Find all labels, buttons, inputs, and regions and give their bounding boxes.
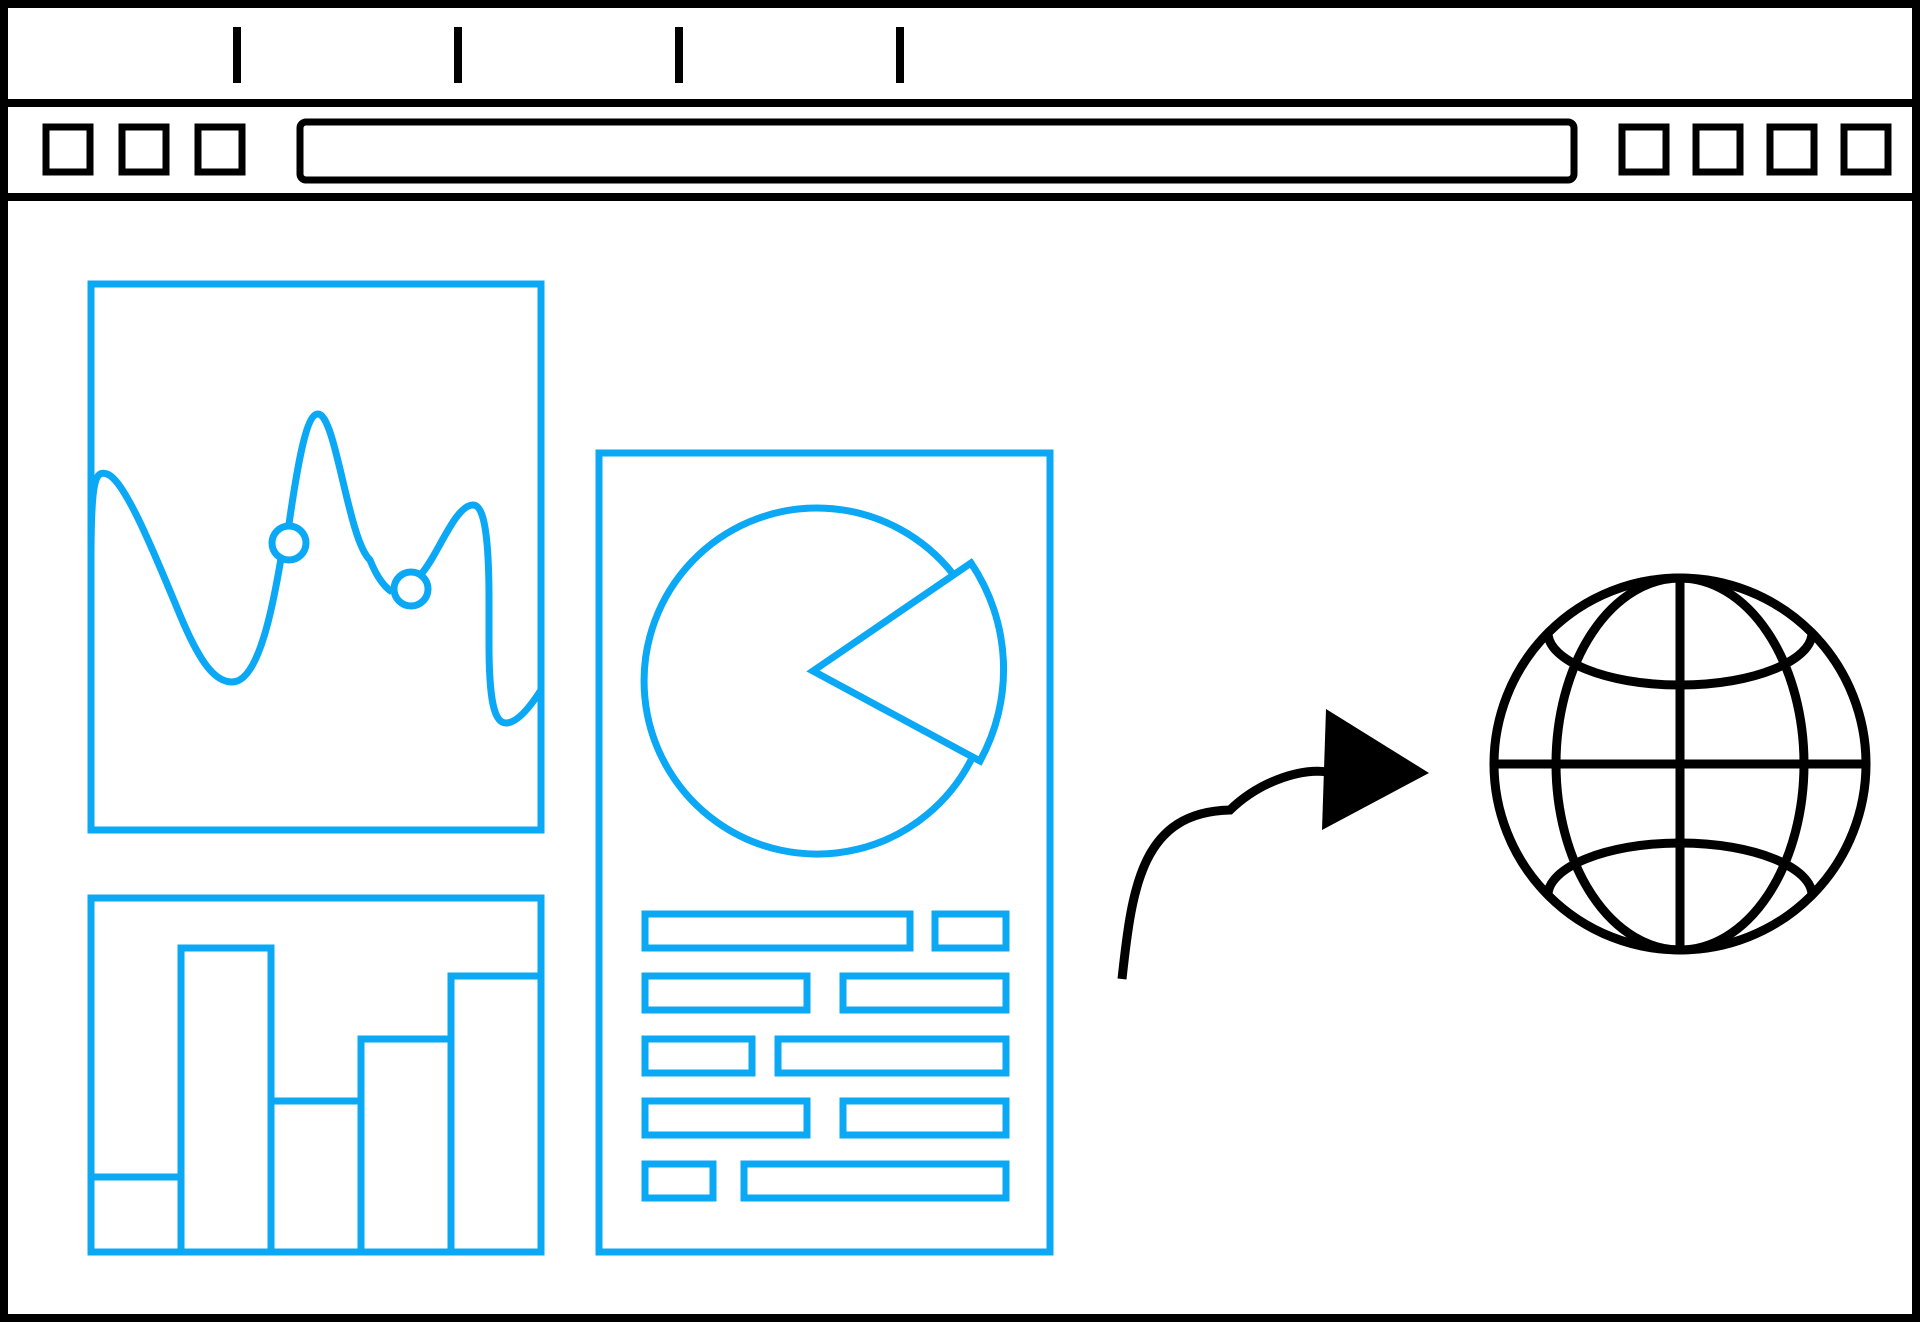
line-chart-point <box>268 522 310 564</box>
form-field[interactable] <box>641 972 811 1014</box>
line-chart-icon <box>87 280 545 834</box>
form-field[interactable] <box>839 972 1010 1014</box>
curved-arrow-icon <box>1117 709 1429 980</box>
toolbar-button-menu[interactable] <box>1840 123 1892 176</box>
toolbar-button-forward[interactable] <box>118 123 170 176</box>
address-bar[interactable] <box>296 118 1578 184</box>
globe-icon <box>1489 573 1871 955</box>
form-field[interactable] <box>839 1097 1010 1139</box>
tab-bar <box>233 27 904 83</box>
form-field[interactable] <box>740 1160 1010 1202</box>
bar-chart-bar <box>177 944 275 1256</box>
pie-chart-icon <box>640 504 975 858</box>
bar-chart-frame <box>87 894 545 1256</box>
bar-chart-bar <box>447 972 545 1256</box>
pie-chart-card-frame <box>595 449 1054 1256</box>
bar-chart-bar <box>357 1035 455 1256</box>
bar-chart-bar <box>87 1173 185 1256</box>
globe-parallel-bottom <box>1543 838 1817 896</box>
toolbar-button-bookmark[interactable] <box>1618 123 1670 176</box>
arrow-head <box>1322 709 1429 830</box>
pie-chart-slice <box>806 558 1008 766</box>
pie-chart-card <box>595 449 1054 1256</box>
form-field[interactable] <box>641 1035 756 1077</box>
arrow-shaft <box>1117 766 1328 980</box>
line-chart-curve <box>87 410 544 727</box>
globe-parallel-top <box>1543 632 1817 690</box>
toolbar-button-downloads[interactable] <box>1692 123 1744 176</box>
bar-chart-icon <box>87 894 545 1256</box>
form-field[interactable] <box>641 1097 811 1139</box>
form-field[interactable] <box>931 910 1010 952</box>
toolbar-button-reload[interactable] <box>194 123 246 176</box>
form-field[interactable] <box>774 1035 1010 1077</box>
bar-chart-bar <box>267 1097 365 1256</box>
form-field[interactable] <box>641 910 914 952</box>
toolbar <box>42 118 1892 184</box>
form-field[interactable] <box>641 1160 717 1202</box>
form-fields-icon <box>641 910 1010 1202</box>
line-chart-point <box>390 568 432 610</box>
toolbar-button-extensions[interactable] <box>1766 123 1818 176</box>
toolbar-button-back[interactable] <box>42 123 94 176</box>
